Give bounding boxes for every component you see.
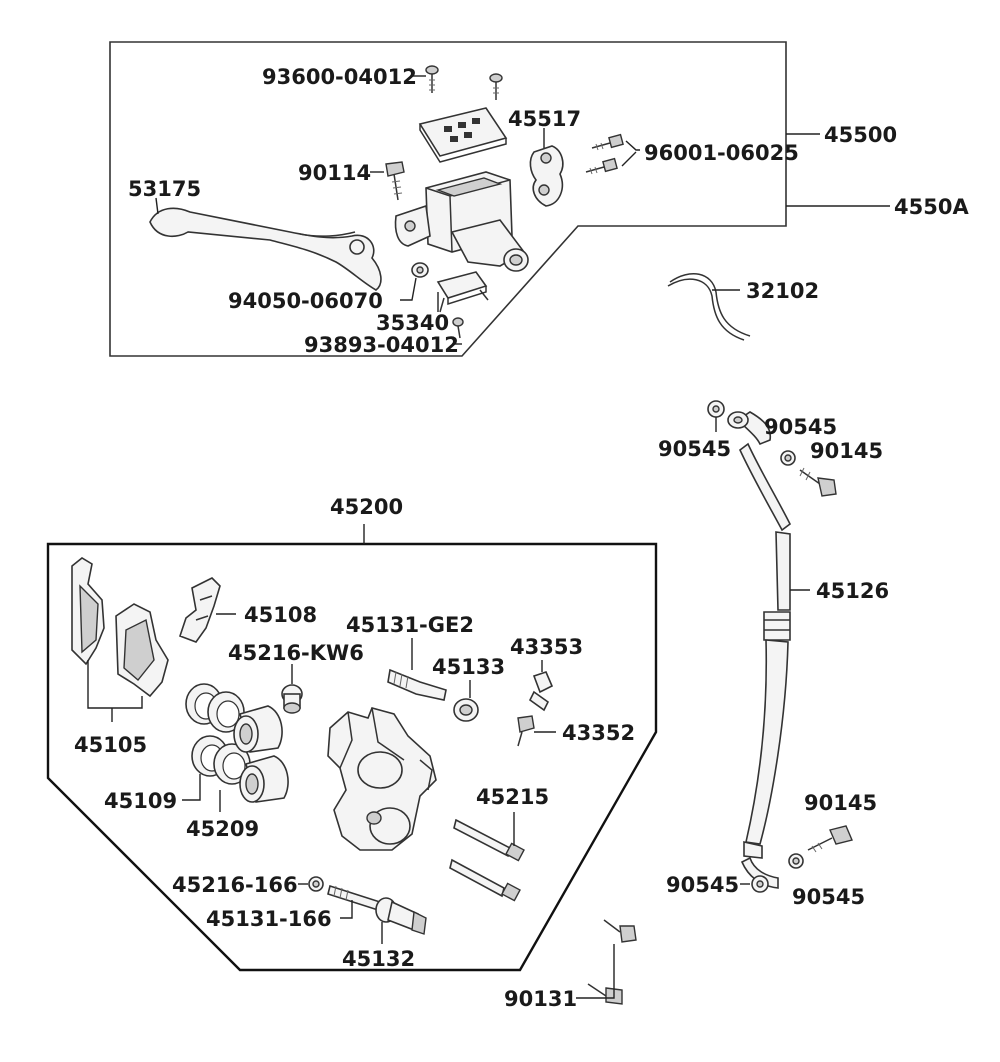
label-45216-166: 45216-166 (172, 873, 298, 897)
slide-pin-boot-part (281, 684, 303, 714)
cover-screw-left-part (425, 65, 439, 93)
lever-pivot-bolt-part (385, 161, 405, 201)
label-43352: 43352 (562, 721, 635, 745)
label-45109: 45109 (104, 789, 177, 813)
leader-90131 (576, 944, 615, 999)
label-45215: 45215 (476, 785, 549, 809)
pistons-part (233, 705, 289, 803)
slide-pin-166-part (327, 884, 381, 912)
label-53175: 53175 (128, 177, 201, 201)
master-cylinder-group-box (109, 41, 787, 357)
brake-lever-part (149, 207, 382, 291)
hose-washer-top-left-part (707, 400, 725, 418)
pivot-washer-part (411, 262, 429, 278)
brake-light-switch-part (436, 271, 489, 313)
pad-pins-part (449, 818, 525, 902)
label-45209: 45209 (186, 817, 259, 841)
reservoir-cover-part (418, 107, 508, 163)
master-cylinder-body-part (394, 171, 529, 272)
label-93893-04012: 93893-04012 (304, 333, 459, 357)
caliper-mount-bolt-upper-part (603, 919, 637, 943)
leader-94050-06070 (400, 277, 417, 301)
label-93600-04012: 93600-04012 (262, 65, 417, 89)
label-45131-GE2: 45131-GE2 (346, 613, 474, 637)
leader-45131-166 (340, 900, 353, 919)
label-45500: 45500 (824, 123, 897, 147)
leader-53175 (155, 197, 159, 215)
label-90114: 90114 (298, 161, 371, 185)
label-45216-KW6: 45216-KW6 (228, 641, 364, 665)
label-45133: 45133 (432, 655, 505, 679)
caliper-mount-bolt-lower-part (587, 983, 623, 1005)
brake-hose-part (727, 411, 792, 889)
label-32102: 32102 (746, 279, 819, 303)
label-45108: 45108 (244, 603, 317, 627)
cover-screw-right-part (489, 73, 503, 100)
label-90545-top-left: 90545 (658, 437, 731, 461)
label-90145-top: 90145 (810, 439, 883, 463)
label-94050-06070: 94050-06070 (228, 289, 383, 313)
label-90545-bottom-right: 90545 (792, 885, 865, 909)
label-90545-bottom-left: 90545 (666, 873, 739, 897)
label-90545-top-right: 90545 (764, 415, 837, 439)
caliper-bolt-part (375, 897, 427, 935)
label-45132: 45132 (342, 947, 415, 971)
label-4550A: 4550A (894, 195, 969, 219)
switch-wire-part (667, 273, 751, 341)
label-45126: 45126 (816, 579, 889, 603)
label-45131-166: 45131-166 (206, 907, 332, 931)
switch-screw-part (452, 317, 464, 339)
hose-washer-top-right-part (780, 450, 796, 466)
brake-pads-part (71, 557, 169, 698)
clamp-bolts-part (585, 133, 624, 175)
label-43353: 43353 (510, 635, 583, 659)
caliper-group-box (46, 542, 658, 972)
banjo-bolt-bottom-part (807, 825, 853, 853)
leader-45109 (182, 774, 201, 801)
banjo-bolt-top-part (799, 467, 837, 497)
label-35340: 35340 (376, 311, 449, 335)
label-45517: 45517 (508, 107, 581, 131)
label-96001-06025: 96001-06025 (644, 141, 799, 165)
slide-pin-ge2-part (387, 668, 447, 701)
label-45105: 45105 (74, 733, 147, 757)
label-45200: 45200 (330, 495, 403, 519)
bleeder-screw-part (517, 715, 535, 747)
piston-seals-part (185, 683, 251, 785)
pin-seal-part (453, 698, 479, 722)
label-90131: 90131 (504, 987, 577, 1011)
label-90145-bottom: 90145 (804, 791, 877, 815)
handlebar-clamp-part (529, 145, 564, 207)
caliper-body-part (327, 707, 437, 851)
hose-washer-bottom-left-part (751, 875, 769, 893)
pad-spring-part (178, 577, 221, 643)
leader-45105 (87, 660, 143, 722)
hose-washer-bottom-right-part (788, 853, 804, 869)
boot-166-part (308, 876, 324, 892)
leader-96001-06025 (621, 140, 640, 167)
bleeder-cap-part (528, 671, 554, 712)
